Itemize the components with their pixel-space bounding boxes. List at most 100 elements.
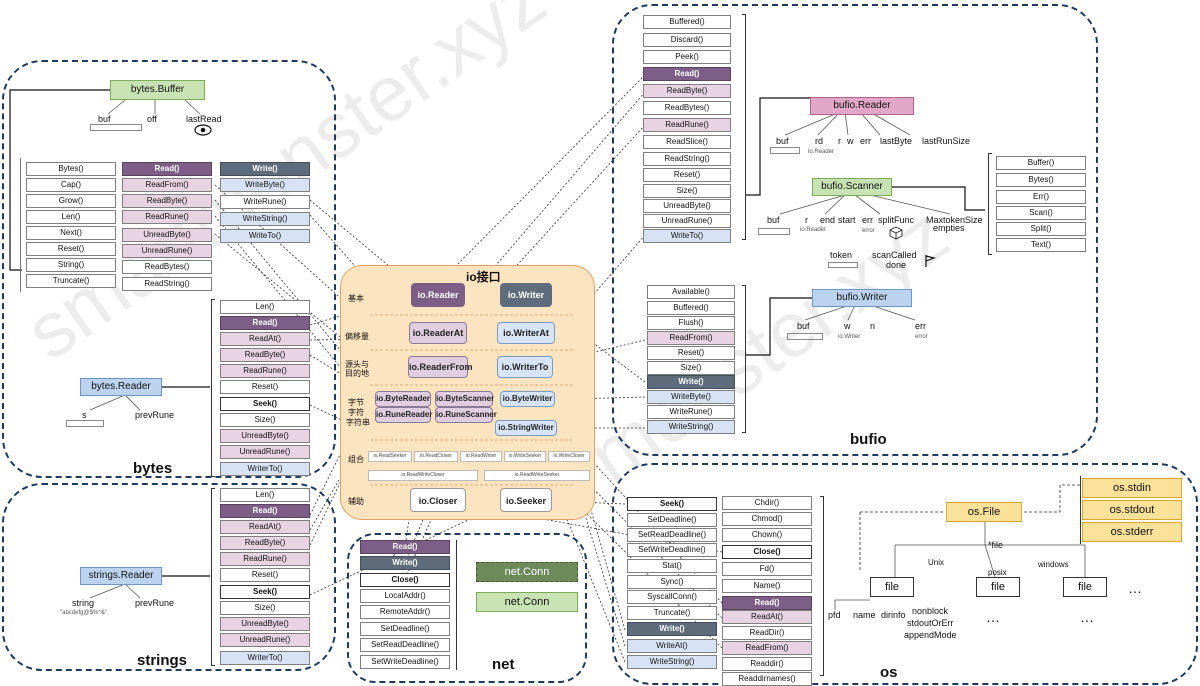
- row-label-offset: 偏移量: [345, 332, 369, 341]
- err-type: error: [862, 228, 875, 234]
- label-windows: windows: [1038, 560, 1069, 569]
- method: Size(): [643, 184, 731, 198]
- method: Size(): [220, 413, 310, 427]
- file-node-posix: file: [976, 577, 1020, 597]
- field-empties: empties: [933, 223, 965, 233]
- bufio-writer-node: bufio.Writer: [812, 289, 912, 307]
- field-string: string: [72, 598, 95, 608]
- bufio-region: [612, 4, 1098, 456]
- eye-icon: [194, 124, 212, 136]
- method: Readdirnames(): [722, 672, 812, 686]
- field-lastread: lastRead: [186, 114, 222, 124]
- method-read: Read(): [220, 316, 310, 330]
- method-write: Write(): [647, 375, 735, 389]
- file-node-unix: file: [870, 577, 914, 597]
- io-stringwriter: io.StringWriter: [495, 420, 557, 436]
- io-writeseeker: io.WriteSeeker: [504, 451, 546, 462]
- os-file-node: os.File: [946, 502, 1022, 522]
- method: Available(): [647, 285, 735, 299]
- method-write: Write(): [627, 622, 717, 636]
- os-region: [612, 463, 1198, 685]
- io-writer: io.Writer: [500, 283, 552, 307]
- method-read: Read(): [722, 596, 812, 610]
- os-methods-bracket: [820, 496, 824, 676]
- method: ReadAt(): [722, 610, 812, 624]
- method: WriteByte(): [647, 390, 735, 404]
- method: UnreadRune(): [220, 445, 310, 459]
- net-region: [347, 533, 587, 683]
- method: SetReadDeadline(): [627, 528, 717, 542]
- method: ReadRune(): [122, 210, 212, 224]
- row-label-source-dest: 源头与目的地: [345, 360, 369, 378]
- method: UnreadByte(): [220, 429, 310, 443]
- r-type: io.Reader: [800, 227, 827, 233]
- io-runereader: io.RuneReader: [375, 407, 432, 423]
- bytes-buffer-node: bytes.Buffer: [110, 80, 205, 100]
- label-unix: Unix: [928, 558, 945, 567]
- method: WriteString(): [627, 655, 717, 669]
- method: Sync(): [627, 575, 717, 589]
- method: Truncate(): [627, 606, 717, 620]
- strings-region: [2, 483, 336, 671]
- method: String(): [26, 258, 116, 272]
- field-stdoutorerr: stdoutOrErr: [907, 618, 954, 628]
- field-start: start: [838, 215, 856, 225]
- field-err: err: [860, 136, 871, 146]
- field-prevrune: prevRune: [135, 598, 175, 608]
- field-buf: buf: [767, 215, 780, 225]
- method: Cap(): [26, 178, 116, 192]
- method: WriteByte(): [220, 178, 310, 192]
- method: ReadString(): [643, 152, 731, 166]
- method: WriteTo(): [220, 229, 310, 243]
- field-off: off: [147, 114, 157, 124]
- io-writerto: io.WriterTo: [497, 356, 553, 378]
- method: ReadByte(): [220, 536, 310, 550]
- method: ReadString(): [122, 277, 212, 291]
- field-end: end: [820, 215, 836, 225]
- method: ReadRune(): [220, 364, 310, 378]
- field-scancalled: scanCalled: [872, 250, 917, 260]
- token-box: [828, 262, 858, 268]
- method: Reset(): [220, 568, 310, 582]
- method: ReadFrom(): [722, 641, 812, 655]
- row-label-basic: 基本: [348, 294, 364, 303]
- method: WriteRune(): [220, 195, 310, 209]
- bytes-label: bytes: [133, 460, 173, 477]
- method-seek: Seek(): [220, 397, 310, 411]
- field-buf: buf: [776, 136, 789, 146]
- method: Peek(): [643, 50, 731, 64]
- net-label: net: [492, 656, 515, 673]
- method: ReadFrom(): [647, 331, 735, 345]
- method: SyscallConn(): [627, 590, 717, 604]
- method-close: Close(): [360, 573, 450, 587]
- method: SetReadDeadline(): [360, 638, 450, 652]
- io-row-dividers: [370, 314, 575, 486]
- io-bytescanner: io.ByteScanner: [435, 391, 494, 407]
- net-methods-bracket: [357, 540, 457, 670]
- method-write: Write(): [220, 162, 310, 176]
- method: Next(): [26, 226, 116, 240]
- method: ReadBytes(): [122, 260, 212, 274]
- field-rd: rd: [815, 136, 824, 146]
- method: WriteTo(): [643, 229, 731, 243]
- method: Len(): [220, 488, 310, 502]
- method: Reset(): [647, 346, 735, 360]
- method: Scan(): [996, 206, 1086, 220]
- method: Size(): [647, 361, 735, 375]
- method: Grow(): [26, 194, 116, 208]
- method: WriteAt(): [627, 639, 717, 653]
- method: Name(): [722, 579, 812, 593]
- cube-icon: [889, 226, 903, 240]
- method: ReadBytes(): [643, 101, 731, 115]
- bufio-scanner-node: bufio.Scanner: [812, 178, 892, 196]
- row-label-byte: 字节: [348, 398, 364, 407]
- label-posix: posix: [988, 568, 1007, 577]
- method: Len(): [26, 210, 116, 224]
- io-readwriteseeker: io.ReadWriteSeeker: [484, 470, 590, 481]
- method-read: Read(): [643, 67, 731, 81]
- bytes-region: [2, 60, 336, 478]
- bytes-reader-bracket: [211, 299, 215, 477]
- method: Chdir(): [722, 496, 812, 510]
- row-label-rune: 字符: [348, 408, 364, 417]
- method: SetDeadline(): [627, 513, 717, 527]
